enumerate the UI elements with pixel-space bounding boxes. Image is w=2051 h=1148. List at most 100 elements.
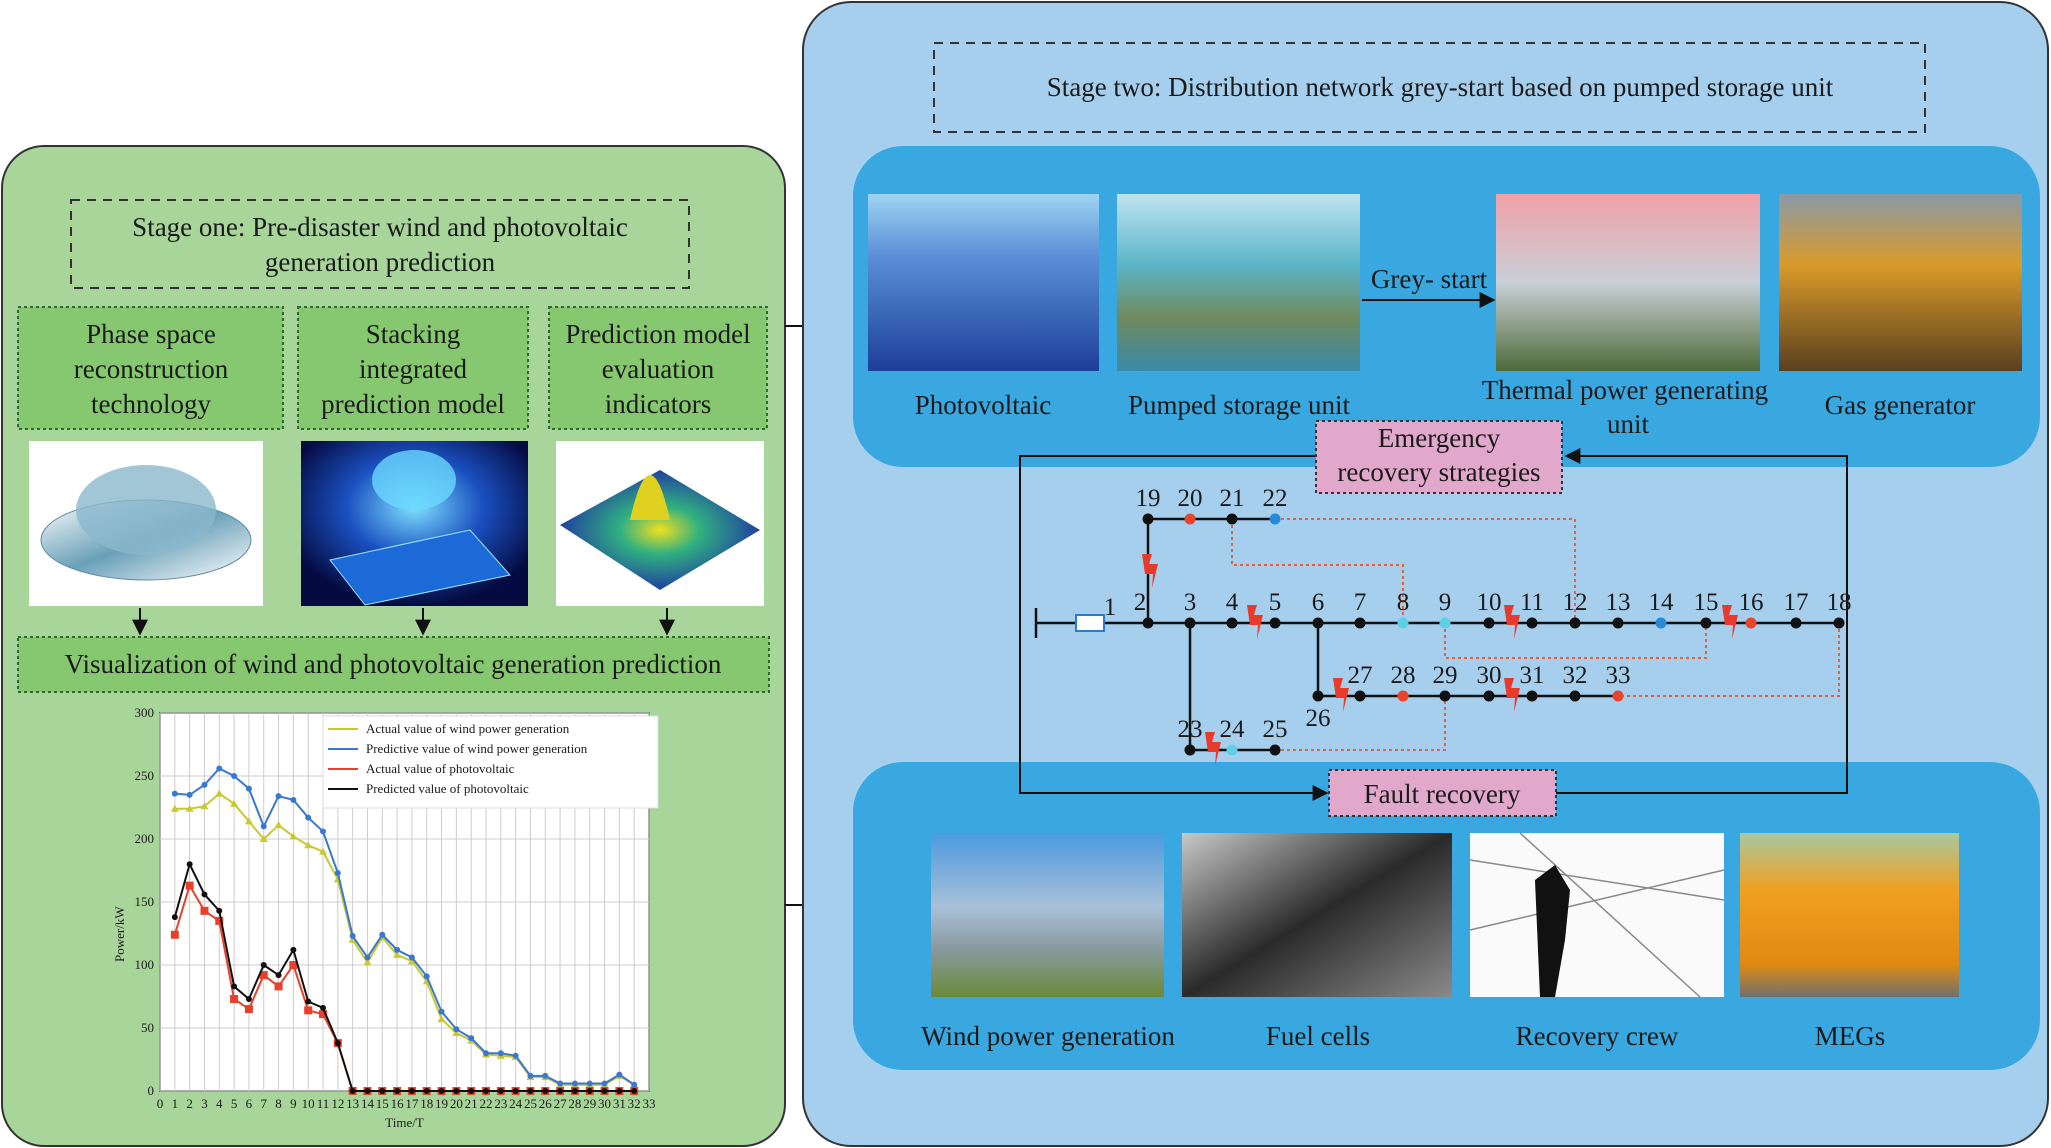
method-box-evaluation: Prediction model evaluation indicators: [548, 306, 768, 430]
stage-two-title: Stage two: Distribution network grey-sta…: [1047, 72, 1834, 102]
thermal-power-image: [1496, 194, 1760, 371]
thermal-power-label-line2: unit: [1607, 409, 1650, 439]
node-label: 26: [1306, 705, 1331, 732]
legend-label: Predicted value of photovoltaic: [366, 781, 529, 796]
data-point: [290, 796, 297, 803]
x-tick-label: 32: [628, 1096, 641, 1111]
x-tick-label: 18: [420, 1096, 433, 1111]
megs-label: MEGs: [1815, 1021, 1886, 1051]
data-point: [200, 802, 209, 810]
data-point: [305, 998, 312, 1005]
fault-lightning-icon: [1333, 678, 1349, 712]
data-point: [423, 1088, 430, 1094]
bus-node-4: [1226, 617, 1238, 629]
fault-recovery-label: Fault recovery: [1364, 779, 1521, 809]
stage-one-panel: Stage one: Pre-disaster wind and photovo…: [1, 145, 786, 1147]
bus-node-24: [1226, 744, 1238, 756]
data-point: [394, 1088, 401, 1094]
fault-lightning-icon: [1722, 605, 1738, 639]
bus-node-11: [1526, 617, 1538, 629]
data-point: [305, 814, 312, 821]
node-label: 1: [1104, 594, 1117, 621]
data-point: [571, 1080, 578, 1087]
node-label: 19: [1136, 485, 1161, 512]
x-tick-label: 5: [231, 1096, 238, 1111]
data-point: [438, 1008, 445, 1015]
gas-generator-label: Gas generator: [1825, 390, 1976, 420]
data-point: [334, 870, 341, 877]
x-tick-label: 24: [509, 1096, 523, 1111]
x-tick-label: 2: [186, 1096, 193, 1111]
bus-node-21: [1226, 513, 1238, 525]
node-label: 14: [1649, 589, 1675, 616]
node-label: 23: [1178, 716, 1203, 743]
bus-node-30: [1483, 690, 1495, 702]
x-tick-label: 20: [450, 1096, 463, 1111]
bus-node-17: [1790, 617, 1802, 629]
method-box-stacking: Stacking integrated prediction model: [297, 306, 529, 430]
bus-node-31: [1526, 690, 1538, 702]
emergency-strategies-box: [1315, 420, 1563, 494]
x-tick-label: 22: [480, 1096, 493, 1111]
substation-breaker: [1075, 614, 1105, 632]
data-point: [216, 907, 223, 914]
fuel-cells-image: [1182, 833, 1452, 997]
data-point: [364, 954, 371, 961]
data-point: [586, 1080, 593, 1087]
legend-box: [322, 715, 659, 809]
data-point: [557, 1088, 564, 1094]
node-label: 5: [1269, 589, 1282, 616]
bus-node-3: [1184, 617, 1196, 629]
box-line: prediction model: [321, 389, 505, 419]
bus-node-27: [1354, 690, 1366, 702]
y-tick-label: 250: [135, 768, 155, 783]
node-label: 17: [1784, 589, 1809, 616]
node-label: 3: [1184, 589, 1197, 616]
x-tick-label: 21: [465, 1096, 478, 1111]
strategy-loop: [1019, 448, 1848, 801]
legend-label: Actual value of wind power generation: [366, 721, 570, 736]
data-point: [349, 933, 356, 940]
x-tick-label: 11: [317, 1096, 330, 1111]
data-point: [186, 791, 193, 798]
bus-node-28: [1397, 690, 1409, 702]
data-point: [483, 1050, 489, 1057]
down-arrows: [132, 608, 675, 636]
data-point: [304, 841, 313, 849]
data-point: [468, 1088, 475, 1094]
box-line: integrated: [359, 354, 467, 384]
data-point: [452, 1029, 461, 1037]
bus-node-5: [1269, 617, 1281, 629]
data-point: [438, 1088, 445, 1094]
emergency-line2: recovery strategies: [1337, 457, 1540, 487]
data-point: [453, 1088, 460, 1094]
phase-space-image: [29, 441, 263, 606]
data-point: [408, 954, 415, 961]
node-label: 33: [1606, 662, 1631, 689]
x-tick-label: 19: [435, 1096, 448, 1111]
bus-node-8: [1397, 617, 1409, 629]
node-label: 13: [1606, 589, 1631, 616]
data-point: [231, 983, 238, 990]
node-label: 30: [1477, 662, 1502, 689]
data-point: [586, 1088, 593, 1094]
x-tick-label: 29: [583, 1096, 596, 1111]
stage-two-panel: Stage two: Distribution network grey-sta…: [802, 1, 2049, 1147]
fault-lightning-icon: [1504, 605, 1520, 639]
data-point: [201, 781, 208, 788]
thermal-power-label-line1: Thermal power generating: [1482, 375, 1768, 405]
data-point: [215, 916, 224, 925]
data-point: [616, 1071, 623, 1078]
node-label: 6: [1312, 589, 1325, 616]
node-label: 4: [1226, 589, 1239, 616]
visualization-box: [17, 636, 770, 693]
surface-plot-image: [556, 441, 764, 606]
data-point: [320, 828, 326, 835]
data-point: [437, 1015, 446, 1023]
bus-node-14: [1655, 617, 1667, 629]
tie-line-18-33: [1618, 623, 1840, 697]
box-line: Stacking: [366, 319, 461, 349]
